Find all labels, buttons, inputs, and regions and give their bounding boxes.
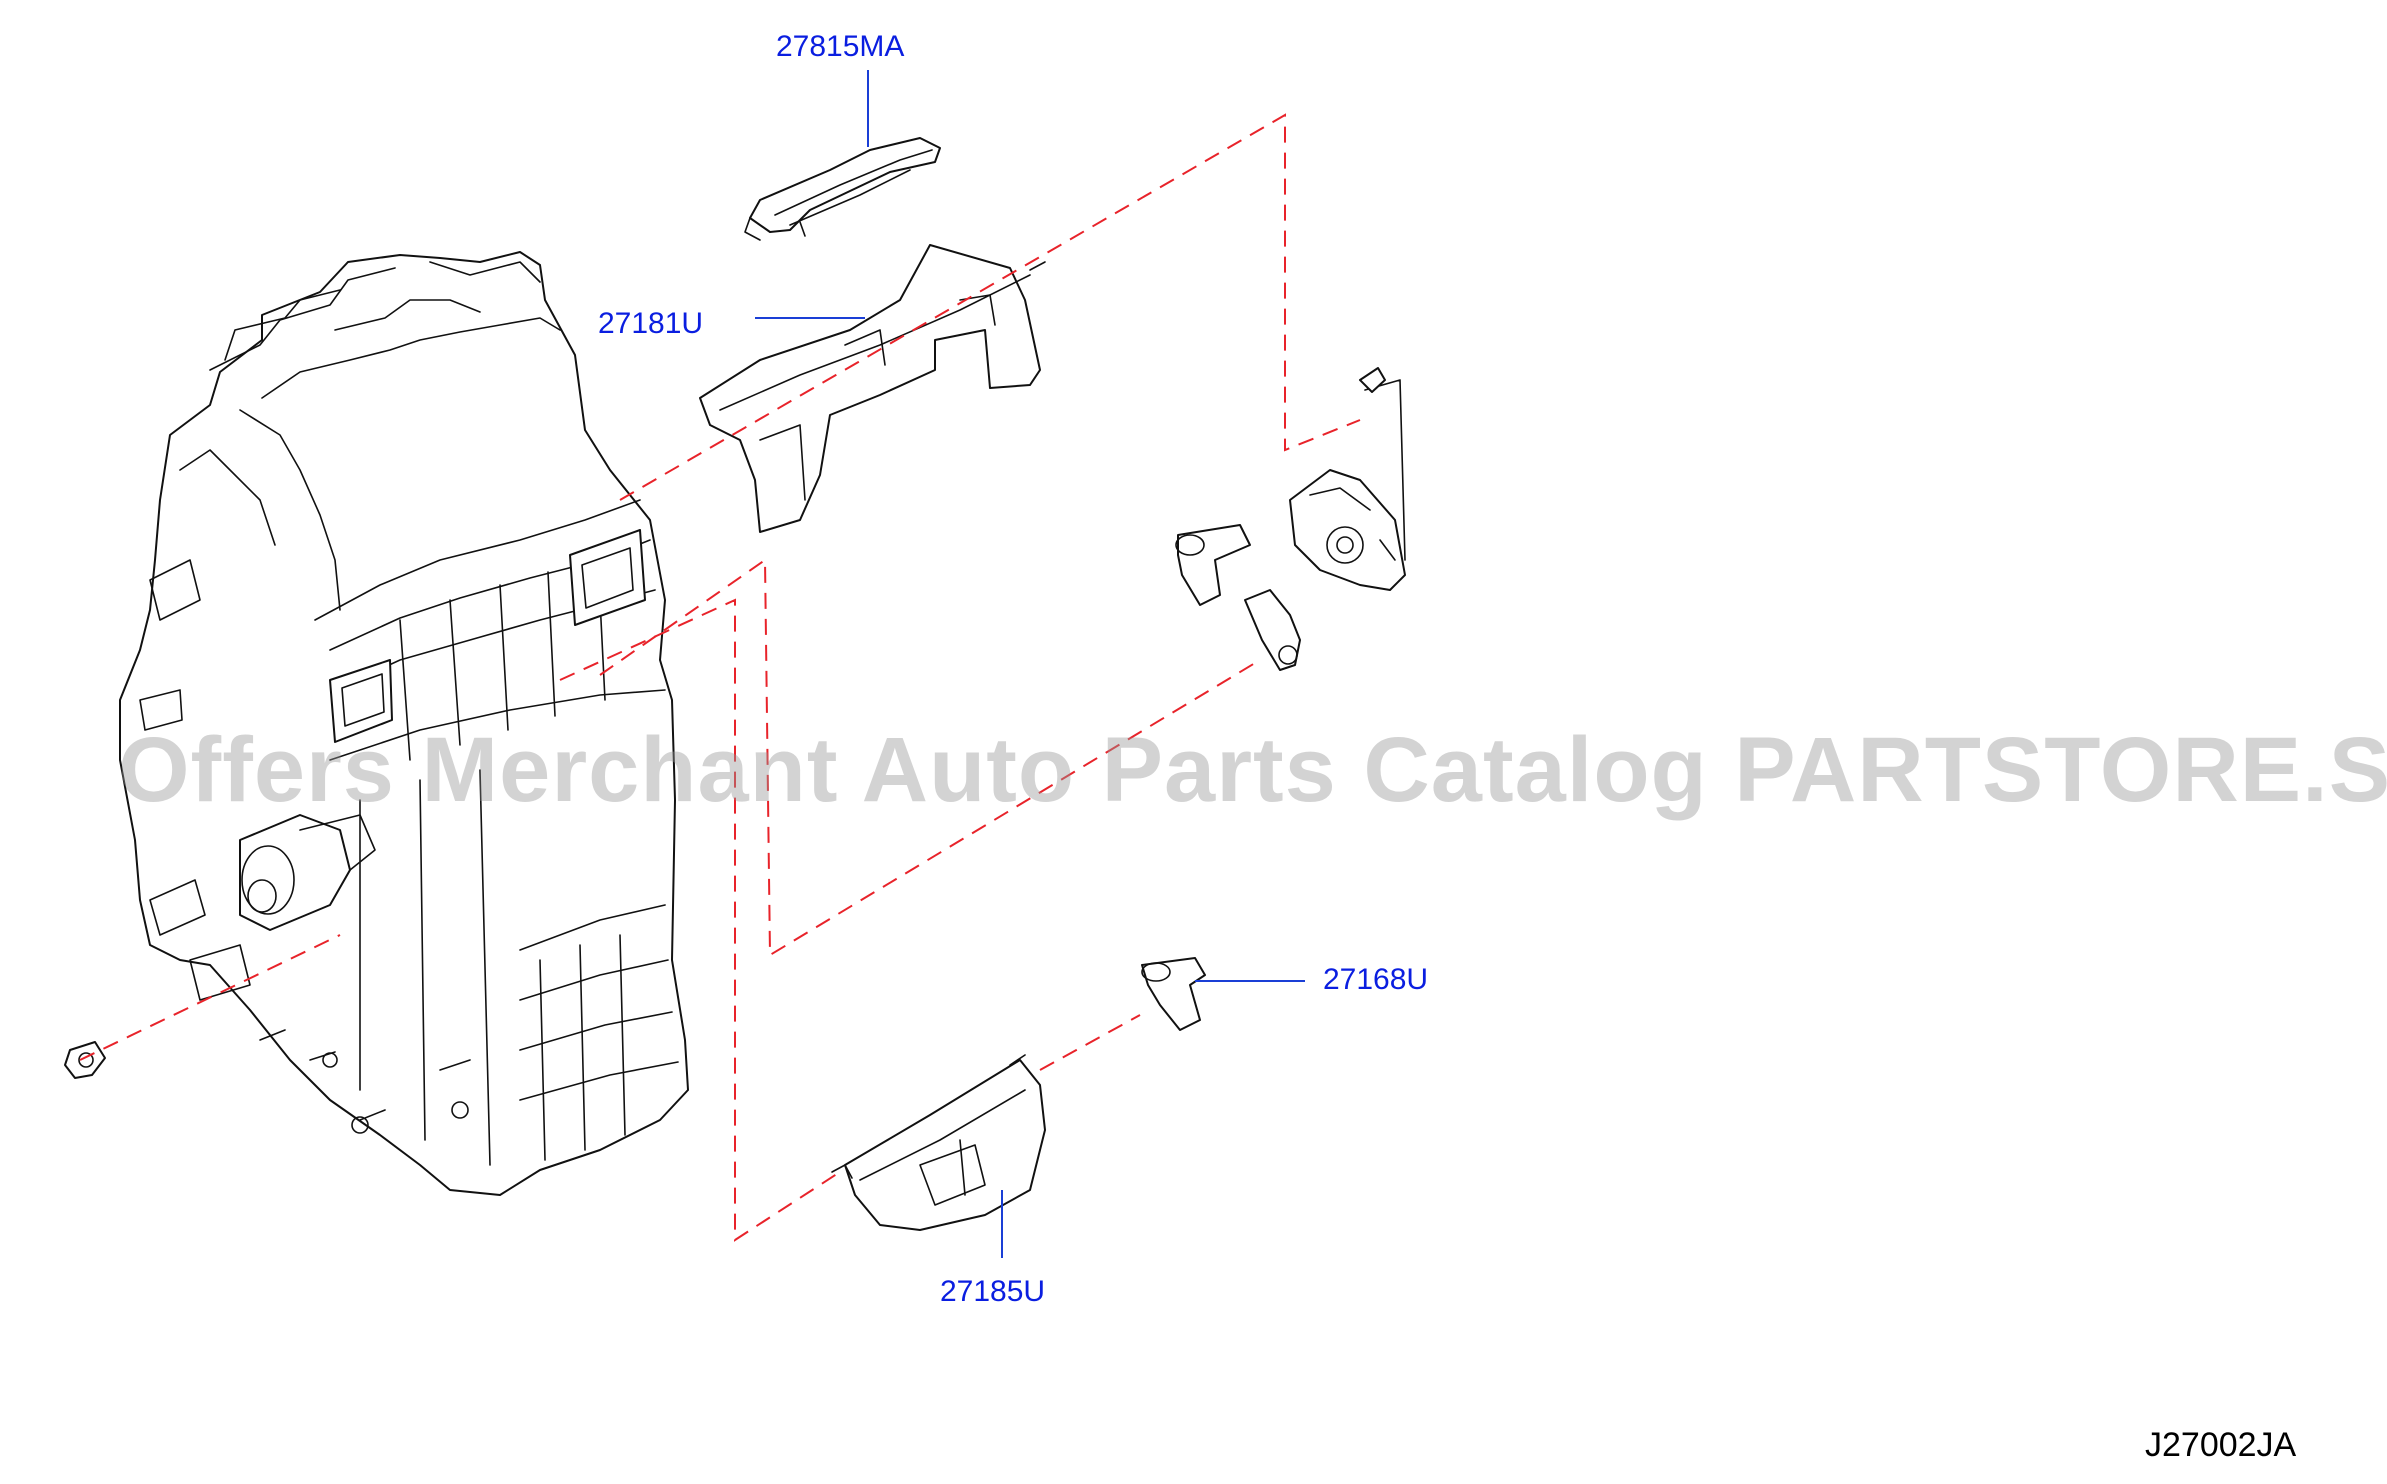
callout-27185u[interactable]: 27185U	[940, 1275, 1046, 1308]
assembly-guide-lines	[79, 113, 1361, 1242]
actuator-assembly	[1289, 367, 1406, 591]
part-27168u-shape	[1141, 957, 1206, 1031]
diagram-code: J27002JA	[2145, 1426, 2297, 1464]
part-27185u-shape	[831, 1054, 1046, 1231]
rod-holder-upper	[1175, 524, 1251, 606]
callout-27815ma[interactable]: 27815MA	[776, 30, 905, 63]
clip-part	[64, 1041, 106, 1079]
callout-leaders	[755, 70, 1305, 1258]
part-27815ma-shape	[744, 137, 941, 241]
callout-27168u[interactable]: 27168U	[1323, 963, 1429, 996]
callout-27181u[interactable]: 27181U	[598, 307, 704, 340]
part-27181u-shape	[699, 244, 1046, 533]
heater-unit-housing	[119, 251, 689, 1196]
watermark: Offers Merchant Auto Parts Catalog PARTS…	[118, 719, 2387, 821]
link-lever	[1244, 589, 1301, 671]
